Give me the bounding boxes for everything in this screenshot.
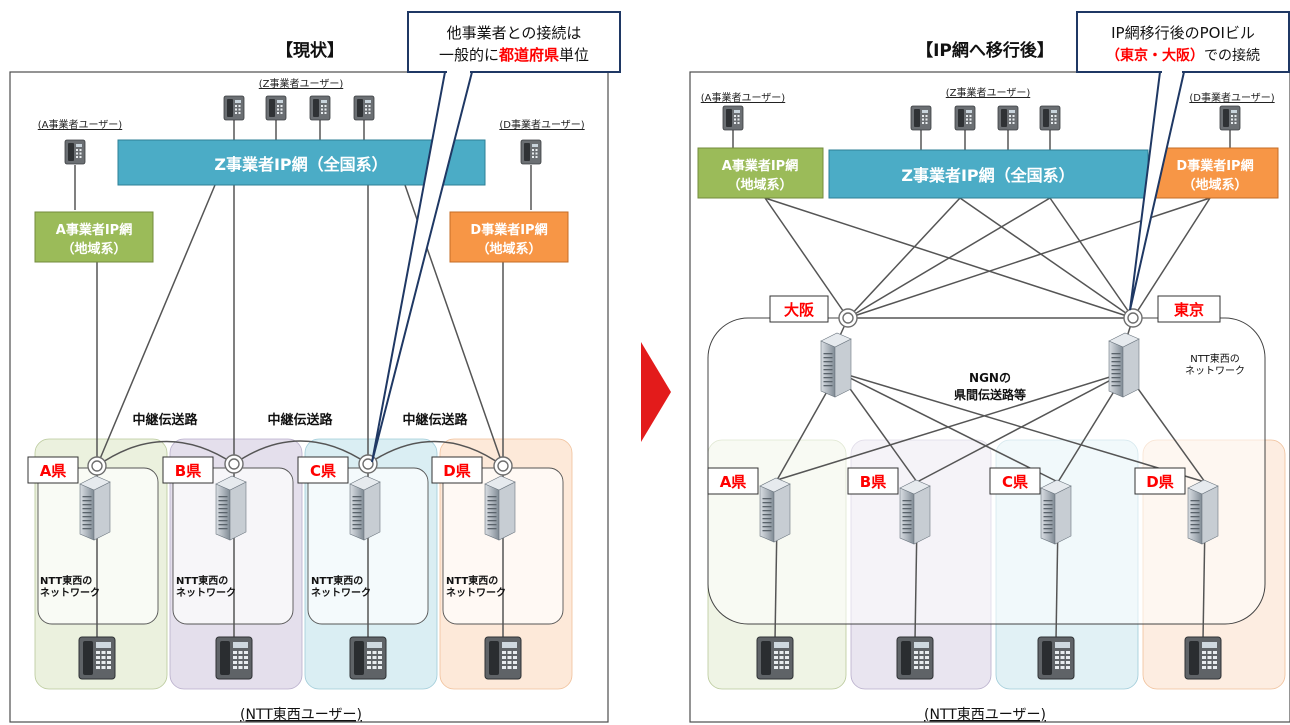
ntt-network-label-b-2: ネットワーク bbox=[176, 587, 236, 599]
pref-label-c: C県 bbox=[310, 462, 336, 480]
ntt-server-icon bbox=[1040, 479, 1072, 545]
ntt-server-icon bbox=[899, 479, 931, 545]
ntt-server-icon bbox=[215, 475, 247, 541]
ntt-network-label-d-1: NTT東西の bbox=[446, 574, 498, 587]
ntt-user-phone-icon bbox=[1037, 636, 1075, 680]
a-user-phone-icon bbox=[722, 105, 744, 131]
z-user-phone-icon bbox=[265, 95, 287, 121]
d-network-box bbox=[1152, 147, 1279, 199]
z-user-phone-icon bbox=[353, 95, 375, 121]
d-users-label: (D事業者ユーザー) bbox=[1189, 91, 1274, 104]
ntt-user-phone-icon bbox=[484, 636, 522, 680]
ntt-user-phone-icon bbox=[1184, 636, 1222, 680]
ntt-network-label-d-2: ネットワーク bbox=[446, 587, 506, 599]
relay-label-2: 中継伝送路 bbox=[267, 412, 333, 428]
poi-osaka-label: 大阪 bbox=[784, 301, 815, 319]
ntt-server-icon bbox=[79, 475, 111, 541]
d-network-line1: D事業者IP網 bbox=[1176, 158, 1253, 174]
pref-label-a: A県 bbox=[40, 462, 67, 480]
transition-arrow-icon bbox=[641, 342, 671, 442]
z-users-label: (Z事業者ユーザー) bbox=[259, 77, 344, 90]
z-user-phone-icon bbox=[997, 105, 1019, 131]
pref-label-c: C県 bbox=[1002, 473, 1028, 491]
ngn-label-line2: 県間伝送路等 bbox=[954, 387, 1026, 402]
pref-label-b: B県 bbox=[175, 462, 201, 480]
ntt-server-icon bbox=[1187, 479, 1219, 545]
right-callout-line2: （東京・大阪）での接続 bbox=[1106, 47, 1260, 64]
poi-ring-icon bbox=[224, 454, 244, 474]
ngn-core-server-icon bbox=[820, 332, 852, 398]
ntt-network-label-line1: NTT東西の bbox=[1190, 352, 1240, 365]
ntt-server-icon bbox=[759, 477, 791, 543]
ntt-user-phone-icon bbox=[349, 636, 387, 680]
ntt-user-phone-icon bbox=[896, 636, 934, 680]
ntt-server-icon bbox=[349, 475, 381, 541]
left-callout-box bbox=[407, 11, 621, 73]
d-network-line1: D事業者IP網 bbox=[470, 222, 547, 238]
z-network-label: Z事業者IP網（全国系） bbox=[901, 166, 1074, 185]
relay-label-1: 中継伝送路 bbox=[132, 412, 198, 428]
pref-label-d: D県 bbox=[1146, 473, 1173, 491]
ntt-users-label: (NTT東西ユーザー) bbox=[924, 707, 1046, 723]
right-callout-line1: IP網移行後のPOIビル bbox=[1111, 24, 1255, 42]
right-callout-box bbox=[1076, 11, 1290, 73]
ntt-user-phone-icon bbox=[756, 636, 794, 680]
d-network-box bbox=[449, 211, 569, 263]
a-network-box bbox=[34, 211, 154, 263]
pref-label-a: A県 bbox=[720, 473, 747, 491]
a-network-line2: （地域系） bbox=[727, 177, 792, 193]
a-users-label: (A事業者ユーザー) bbox=[38, 118, 123, 131]
z-user-phone-icon bbox=[1039, 105, 1061, 131]
poi-ring-icon bbox=[838, 308, 858, 328]
left-callout-line2: 一般的に都道府県単位 bbox=[439, 46, 589, 64]
a-network-line2: （地域系） bbox=[61, 241, 126, 257]
a-network-line1: A事業者IP網 bbox=[56, 222, 132, 238]
d-user-phone-icon bbox=[1219, 105, 1241, 131]
right-panel: 【IP網へ移行後】 bbox=[689, 11, 1290, 723]
left-title: 【現状】 bbox=[276, 40, 344, 61]
d-network-line2: （地域系） bbox=[476, 241, 541, 257]
ntt-user-phone-icon bbox=[215, 636, 253, 680]
ntt-network-label-b-1: NTT東西の bbox=[176, 574, 228, 587]
ngn-core-server-icon bbox=[1108, 332, 1140, 398]
z-users-label: (Z事業者ユーザー) bbox=[946, 86, 1031, 99]
d-network-line2: （地域系） bbox=[1182, 177, 1247, 193]
a-users-label: (A事業者ユーザー) bbox=[701, 91, 786, 104]
poi-ring-icon bbox=[493, 456, 513, 476]
a-network-box bbox=[697, 147, 824, 199]
ntt-network-label-a-1: NTT東西の bbox=[40, 574, 92, 587]
d-users-label: (D事業者ユーザー) bbox=[499, 118, 584, 131]
poi-ring-icon bbox=[1123, 308, 1143, 328]
ngn-label-line1: NGNの bbox=[969, 371, 1011, 385]
ntt-user-phone-icon bbox=[78, 636, 116, 680]
left-callout-line1: 他事業者との接続は bbox=[447, 24, 582, 42]
pref-label-b: B県 bbox=[860, 473, 886, 491]
relay-label-3: 中継伝送路 bbox=[402, 412, 468, 428]
a-network-line1: A事業者IP網 bbox=[722, 158, 798, 174]
z-user-phone-icon bbox=[309, 95, 331, 121]
z-user-phone-icon bbox=[954, 105, 976, 131]
d-user-phone-icon bbox=[520, 139, 542, 165]
a-user-phone-icon bbox=[64, 139, 86, 165]
pref-label-d: D県 bbox=[443, 462, 470, 480]
ntt-users-label: (NTT東西ユーザー) bbox=[240, 707, 362, 723]
z-network-label: Z事業者IP網（全国系） bbox=[214, 155, 387, 174]
ntt-network-label-line2: ネットワーク bbox=[1185, 365, 1245, 377]
ntt-network-label-a-2: ネットワーク bbox=[40, 587, 100, 599]
left-panel: 【現状】 bbox=[9, 11, 621, 723]
ntt-network-label-c-2: ネットワーク bbox=[311, 587, 371, 599]
right-title: 【IP網へ移行後】 bbox=[916, 40, 1054, 61]
ntt-server-icon bbox=[484, 475, 516, 541]
poi-ring-icon bbox=[358, 454, 378, 474]
z-user-phone-icon bbox=[910, 105, 932, 131]
poi-ring-icon bbox=[87, 456, 107, 476]
z-network-box bbox=[117, 139, 486, 186]
z-user-phone-icon bbox=[223, 95, 245, 121]
poi-tokyo-label: 東京 bbox=[1174, 301, 1204, 319]
left-links bbox=[74, 120, 532, 640]
ntt-network-label-c-1: NTT東西の bbox=[311, 574, 363, 587]
